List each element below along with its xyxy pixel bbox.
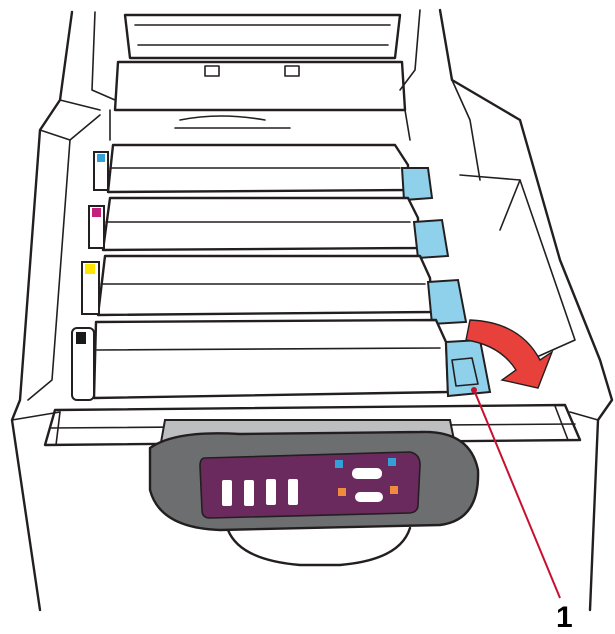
panel-button[interactable] [352, 468, 382, 479]
cartridge-yellow-color-tab [81, 261, 100, 315]
cartridge-magenta-lock-lever[interactable] [412, 218, 450, 260]
panel-button[interactable] [355, 492, 383, 502]
cartridge-cyan-lock-lever[interactable] [400, 167, 434, 202]
rotation-arrow-icon [465, 319, 554, 389]
panel-button[interactable] [266, 479, 276, 505]
printer-housing [10, 8, 614, 612]
cartridge-magenta [88, 196, 450, 260]
callout-leader-line [473, 389, 561, 599]
top-guide-area [109, 13, 411, 141]
panel-led [338, 488, 346, 496]
cartridge-black-color-tab [71, 327, 95, 401]
cartridge-cyan [93, 143, 434, 202]
operator-panel [148, 419, 480, 567]
cartridge-yellow-lock-lever[interactable] [426, 278, 468, 326]
cartridge-black [71, 318, 492, 401]
panel-led [390, 486, 398, 494]
panel-button[interactable] [222, 480, 232, 506]
panel-button[interactable] [288, 479, 298, 505]
panel-led [335, 460, 343, 468]
panel-led [388, 458, 396, 466]
panel-button[interactable] [244, 480, 254, 506]
callout-label: 1 [556, 601, 573, 634]
cartridge-yellow [81, 254, 468, 326]
